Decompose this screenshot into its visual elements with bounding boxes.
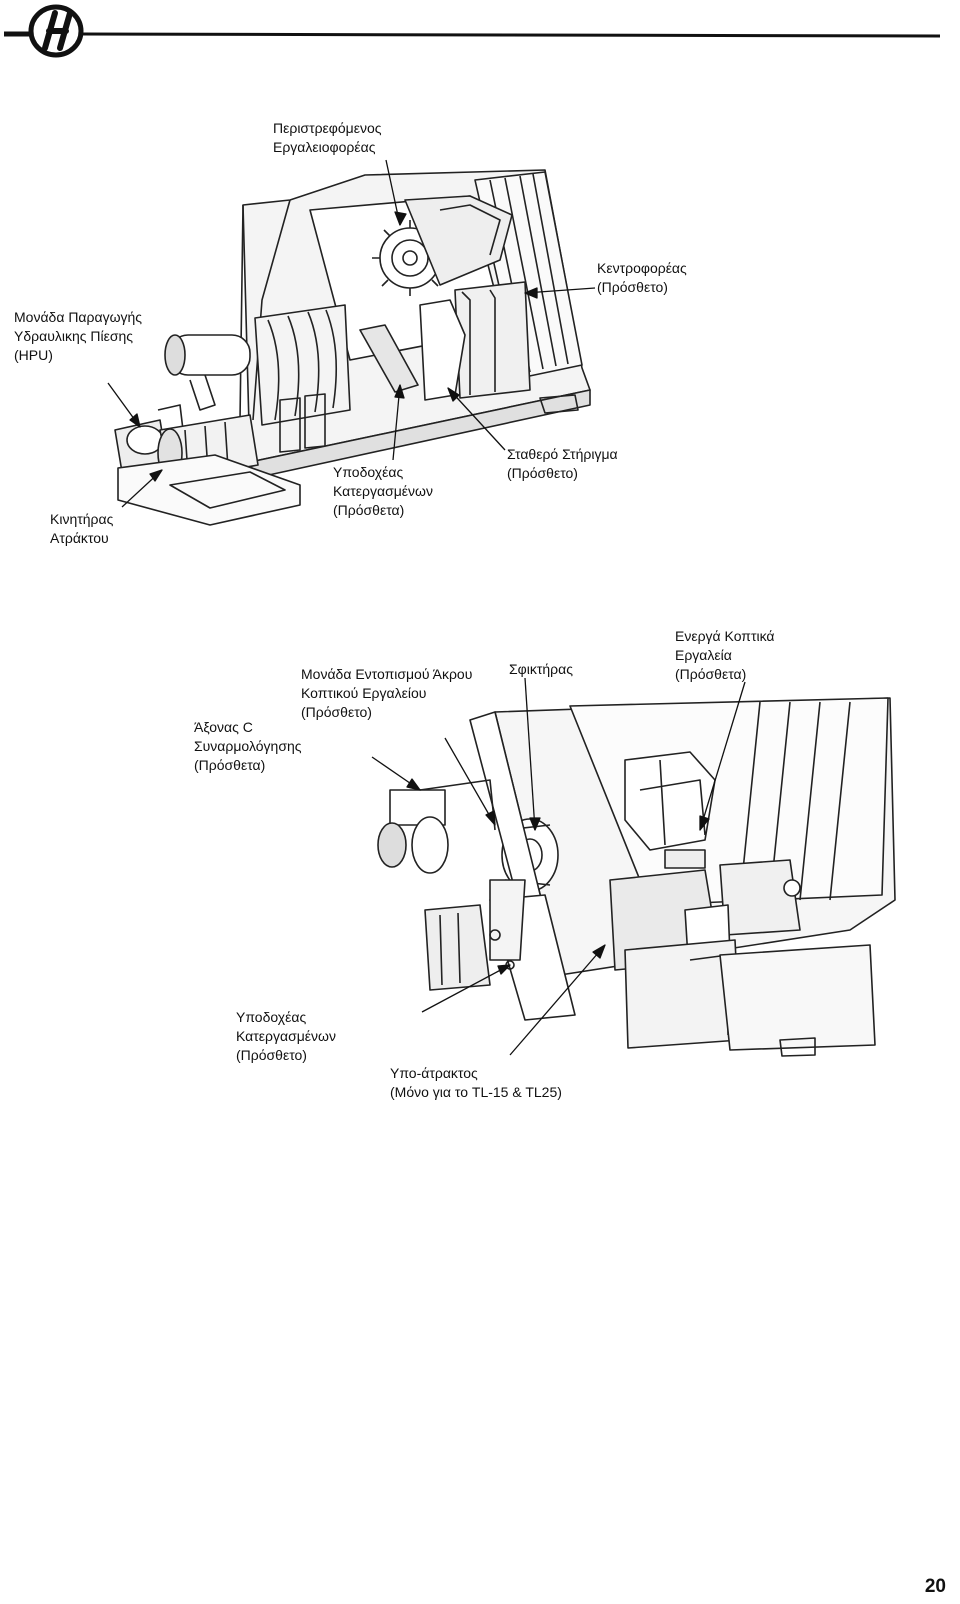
label-chuck: Σφικτήρας <box>509 661 573 677</box>
label-steady-rest: Σταθερό Στήριγμα (Πρόσθετο) <box>507 446 618 481</box>
label-spindle-motor: Κινητήρας Ατράκτου <box>50 511 114 546</box>
label-parts-catcher-top: Υποδοχέας Κατεργασμένων (Πρόσθετα) <box>333 464 433 518</box>
page-number: 20 <box>924 1576 946 1597</box>
label-tool-presetter: Μονάδα Εντοπισμού Άκρου Κοπτικού Εργαλεί… <box>301 666 473 720</box>
label-hpu: Μονάδα Παραγωγής Υδραυλικης Πίεσης (HPU) <box>14 309 143 363</box>
leader-lines-top <box>107 159 596 508</box>
haas-h-logo-icon <box>4 4 84 58</box>
label-turret: Περιστρεφόμενος Εργαλειοφορέας <box>273 120 382 155</box>
label-live-tooling: Ενεργά Κοπτικά Εργαλεία (Πρόσθετα) <box>675 628 775 682</box>
spindle-motor-top-icon <box>164 334 251 411</box>
header-rule <box>81 32 941 38</box>
label-tailstock: Κεντροφορέας (Πρόσθετο) <box>597 260 687 295</box>
lathe-diagram-top <box>107 159 596 526</box>
c-axis-assembly-icon <box>377 779 496 874</box>
label-parts-catcher-bottom: Υποδοχέας Κατεργασμένων (Πρόσθετο) <box>236 1009 336 1063</box>
header <box>4 4 941 58</box>
lathe-diagram-bottom <box>371 677 896 1057</box>
live-tooling-turret-icon <box>624 751 716 869</box>
leader-lines-bottom <box>371 677 746 1056</box>
turret-icon <box>372 195 513 296</box>
label-c-axis: Άξονας C Συναρμολόγησης (Πρόσθετα) <box>194 719 302 773</box>
label-sub-spindle: Υπο-άτρακτος (Μόνο για το TL-15 & TL25) <box>390 1065 562 1100</box>
